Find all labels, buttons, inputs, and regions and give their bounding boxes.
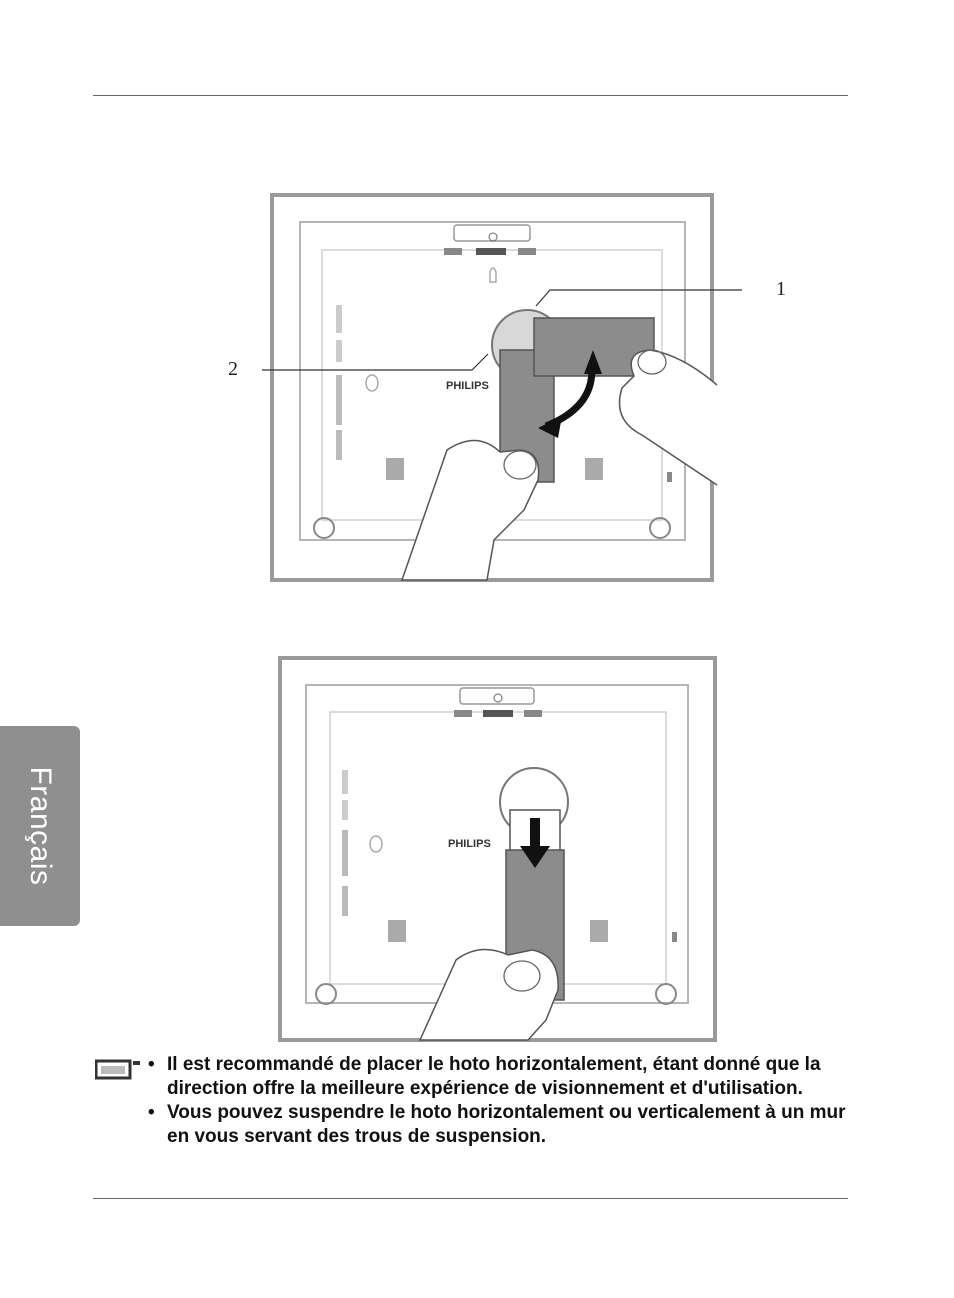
frame-back-drawing-1 — [262, 193, 742, 582]
language-tab: Français — [0, 726, 80, 926]
stand-rotation-illustration: PHILIPS — [262, 190, 742, 585]
stand-extension-illustration: PHILIPS — [270, 650, 730, 1045]
brand-logo: PHILIPS — [446, 380, 489, 392]
notes-list: Il est recommandé de placer le hoto hori… — [148, 1053, 848, 1149]
frame-back-drawing-2 — [278, 656, 717, 1042]
note-item-1: Il est recommandé de placer le hoto hori… — [148, 1053, 848, 1101]
note-icon — [95, 1059, 140, 1080]
callout-2: 2 — [228, 358, 238, 380]
header-rule — [93, 95, 848, 96]
footer-rule — [93, 1198, 848, 1199]
callout-1: 1 — [776, 278, 786, 300]
language-tab-label: Français — [24, 766, 57, 886]
brand-logo: PHILIPS — [448, 838, 491, 850]
note-item-2: Vous pouvez suspendre le hoto horizontal… — [148, 1101, 848, 1149]
